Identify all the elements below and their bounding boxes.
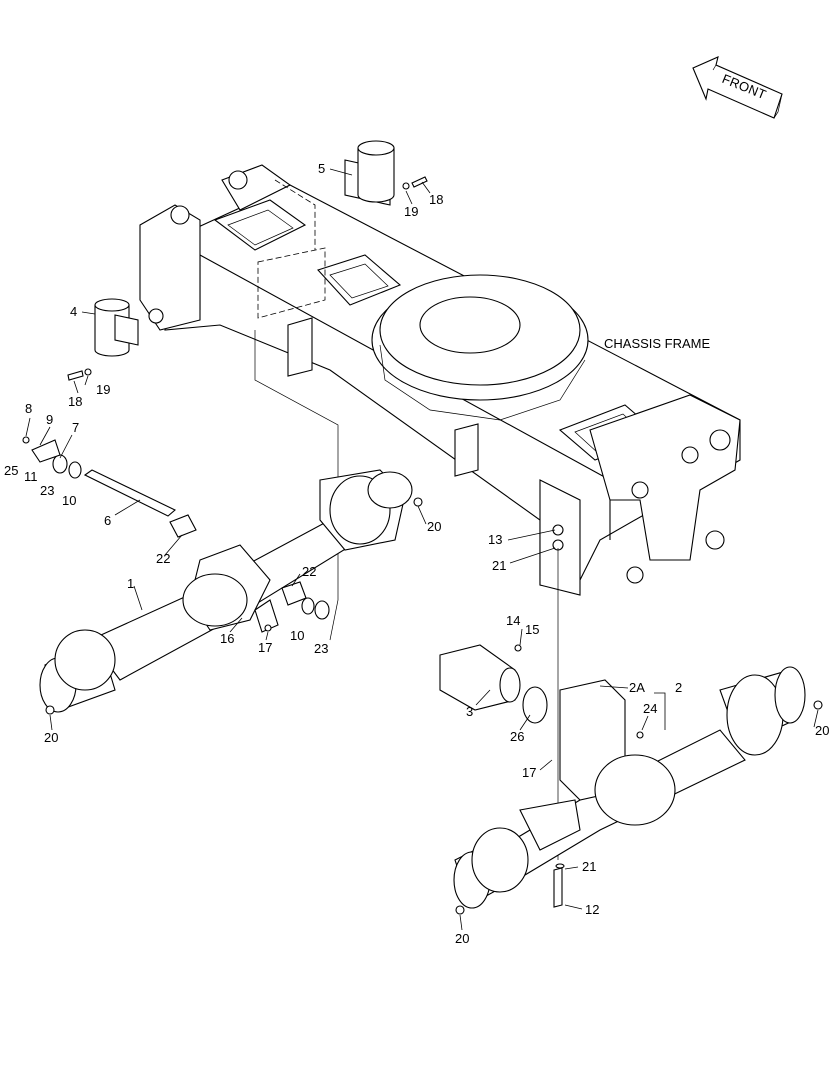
callout-8: 8 <box>25 401 32 416</box>
part-5-cylinder-mount <box>344 140 395 206</box>
callout-18-left: 18 <box>68 394 82 409</box>
callout-20-rear-right: 20 <box>815 723 829 738</box>
part-4-cylinder-mount <box>94 298 139 357</box>
front-axle <box>39 469 423 715</box>
callout-23-left: 23 <box>40 483 54 498</box>
callout-6: 6 <box>104 513 111 528</box>
leader-lines <box>25 168 819 931</box>
callout-15: 15 <box>525 622 539 637</box>
callout-2a: 2A <box>629 680 645 695</box>
callout-9: 9 <box>46 412 53 427</box>
callout-23-right: 23 <box>314 641 328 656</box>
callout-18-top: 18 <box>429 192 443 207</box>
callout-4: 4 <box>70 304 77 319</box>
callout-12: 12 <box>585 902 599 917</box>
callout-7: 7 <box>72 420 79 435</box>
callout-14: 14 <box>506 613 520 628</box>
front-direction-arrow: FRONT <box>692 56 783 119</box>
callout-19-top: 19 <box>404 204 418 219</box>
callout-16: 16 <box>220 631 234 646</box>
front-axle-bushings <box>264 581 330 632</box>
callout-13: 13 <box>488 532 502 547</box>
callout-20-front-axle: 20 <box>427 519 441 534</box>
connection-line-a <box>254 330 339 641</box>
rear-axle-motor <box>439 644 644 908</box>
callout-22-right: 22 <box>302 564 316 579</box>
rear-axle <box>453 666 823 915</box>
callout-5: 5 <box>318 161 325 176</box>
callout-26: 26 <box>510 729 524 744</box>
callouts: 5 19 18 4 19 18 8 9 7 25 11 23 10 6 22 1… <box>4 161 829 946</box>
pivot-pin-parts <box>22 436 197 538</box>
callout-25: 25 <box>4 463 18 478</box>
callout-24: 24 <box>643 701 657 716</box>
chassis-frame <box>139 164 741 596</box>
callout-10-right: 10 <box>290 628 304 643</box>
part-18-19-bolt-top <box>402 176 428 190</box>
chassis-frame-label: CHASSIS FRAME <box>604 336 711 351</box>
callout-19-left: 19 <box>96 382 110 397</box>
callout-20-front-wheel: 20 <box>44 730 58 745</box>
callout-17-front: 17 <box>258 640 272 655</box>
callout-1: 1 <box>127 576 134 591</box>
part-18-19-bolt-left <box>67 368 92 381</box>
callout-11: 11 <box>24 469 38 484</box>
callout-20-rear-left: 20 <box>455 931 469 946</box>
callout-3: 3 <box>466 704 473 719</box>
callout-17-rear: 17 <box>522 765 536 780</box>
callout-10-left: 10 <box>62 493 76 508</box>
callout-21-frame: 21 <box>492 558 506 573</box>
callout-21-rear: 21 <box>582 859 596 874</box>
callout-22-left: 22 <box>156 551 170 566</box>
callout-2: 2 <box>675 680 682 695</box>
